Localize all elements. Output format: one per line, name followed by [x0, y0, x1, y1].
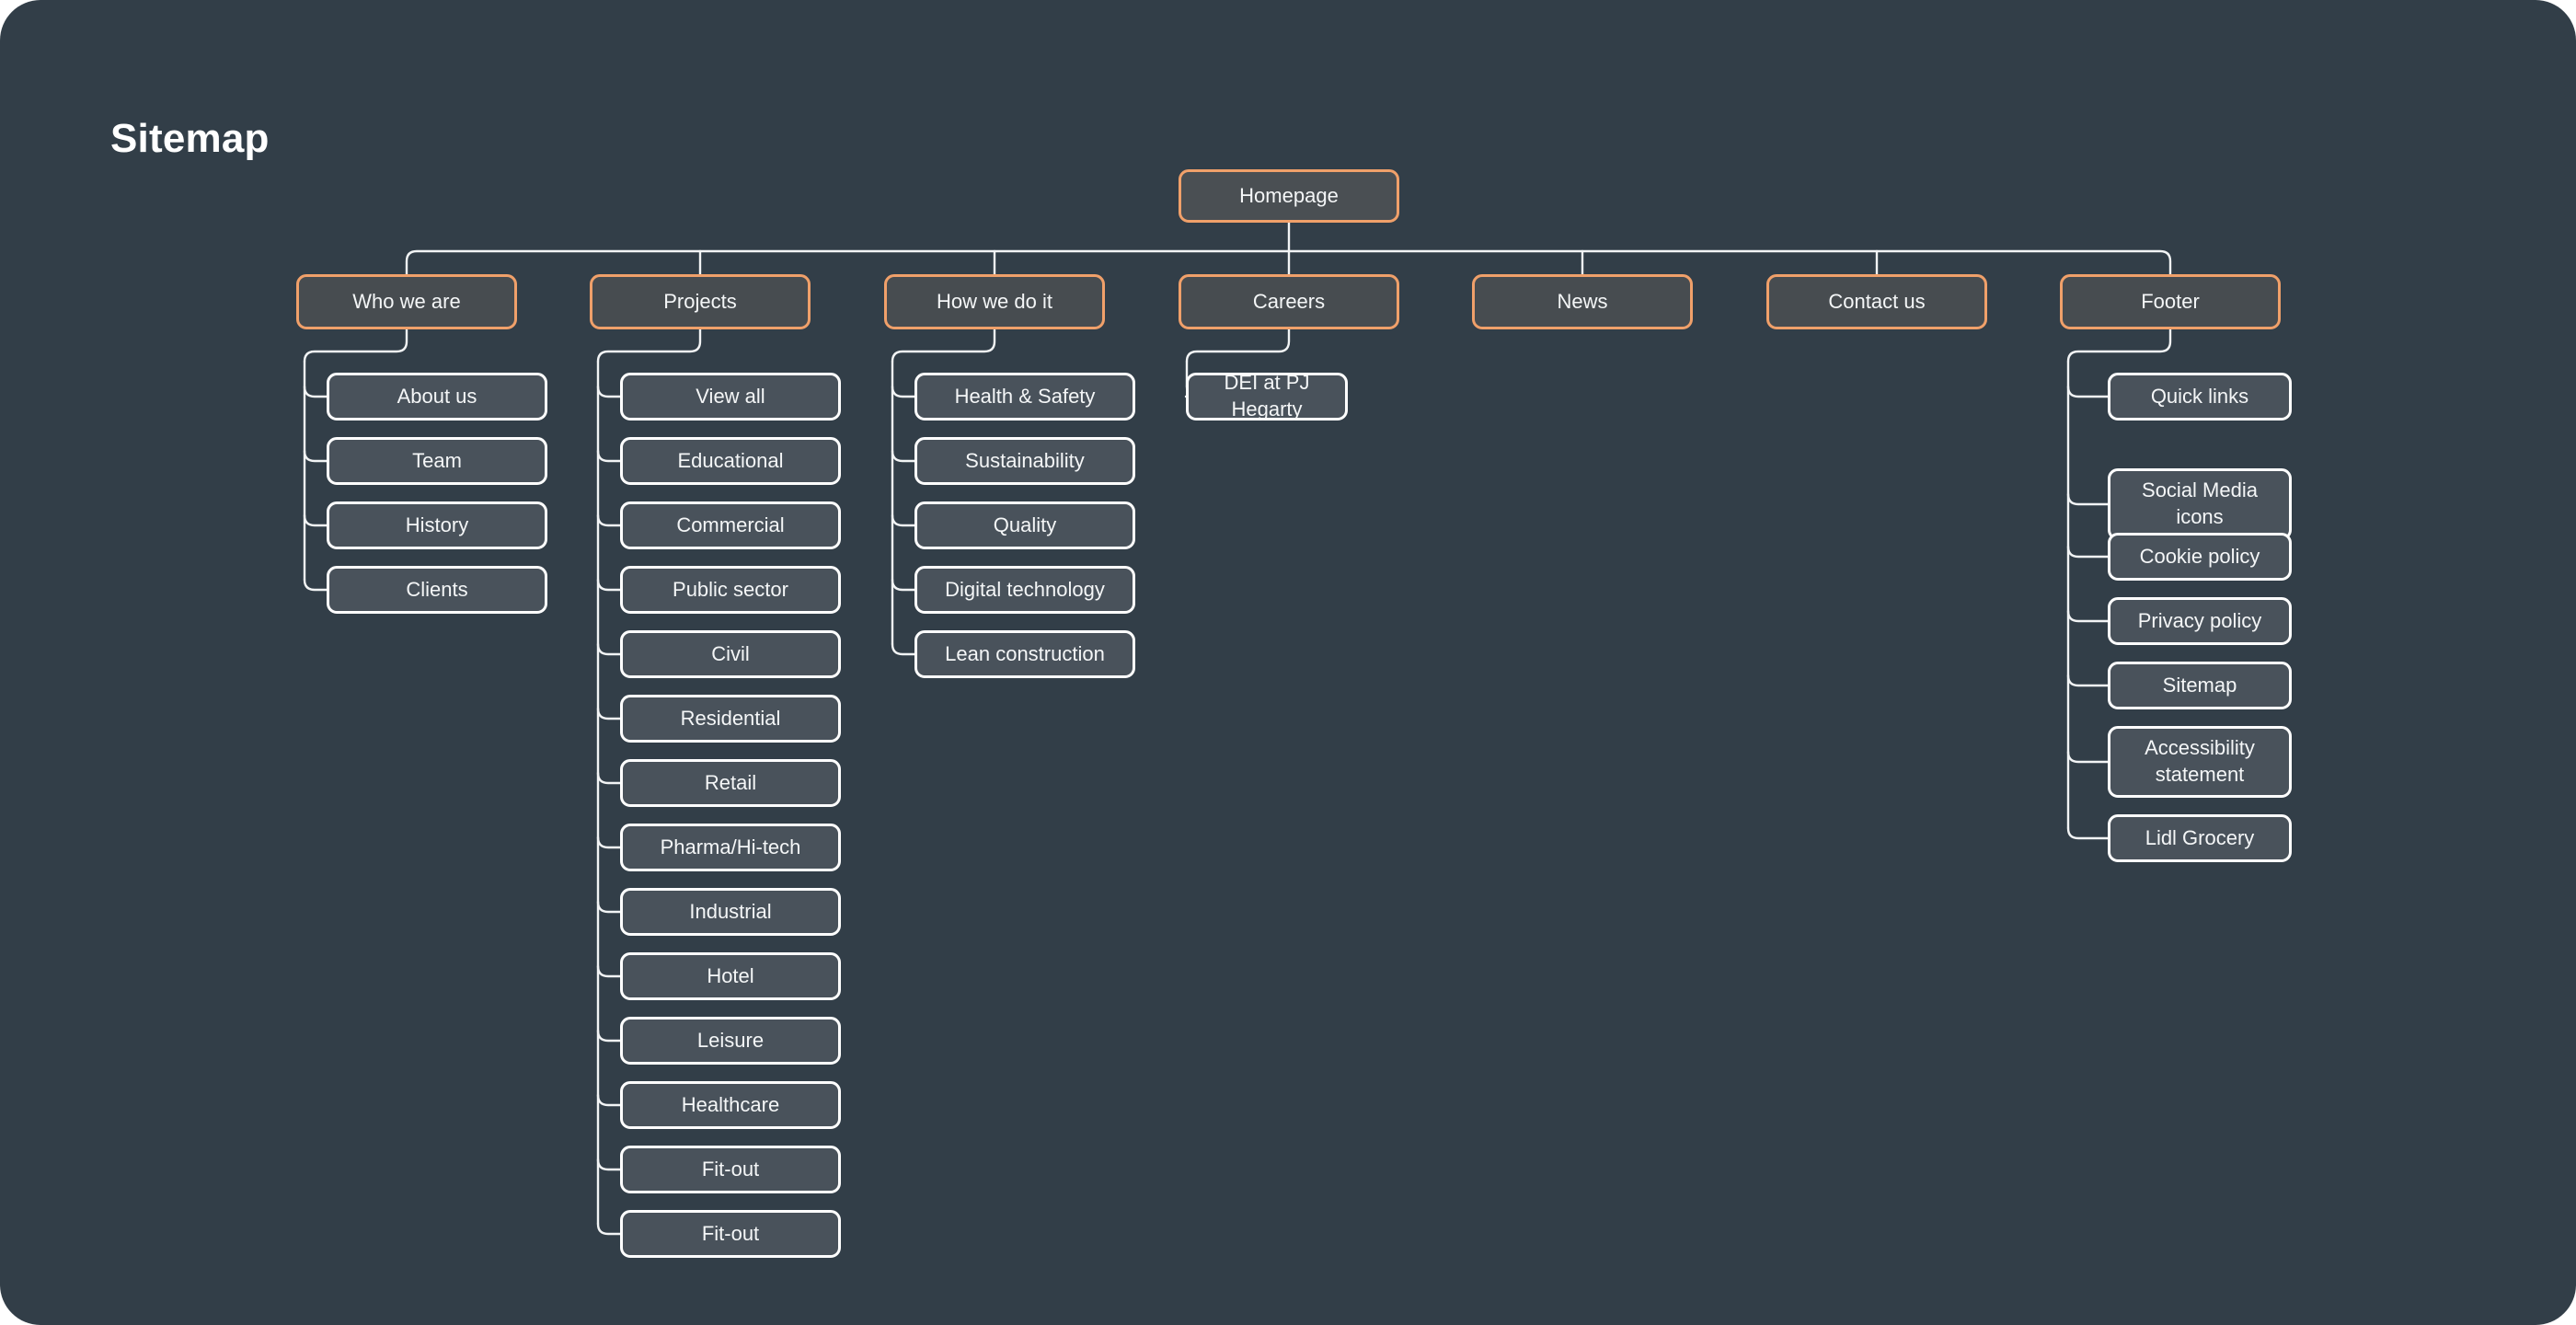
node-leaf-leisure[interactable]: Leisure — [620, 1017, 841, 1065]
node-leaf-privacy-policy[interactable]: Privacy policy — [2108, 597, 2292, 645]
node-leaf-lidl-grocery[interactable]: Lidl Grocery — [2108, 814, 2292, 862]
node-leaf-history[interactable]: History — [327, 501, 547, 549]
node-leaf-healthcare[interactable]: Healthcare — [620, 1081, 841, 1129]
node-leaf-pharma-hi-tech[interactable]: Pharma/Hi-tech — [620, 824, 841, 871]
node-section-footer[interactable]: Footer — [2060, 274, 2281, 329]
page-title: Sitemap — [110, 116, 270, 161]
node-leaf-dei-at-pj-hegarty[interactable]: DEI at PJ Hegarty — [1186, 371, 1348, 421]
node-leaf-accessibility-statement[interactable]: Accessibility statement — [2108, 726, 2292, 798]
node-leaf-social-media-icons[interactable]: Social Media icons — [2108, 468, 2292, 540]
node-leaf-fit-out[interactable]: Fit-out — [620, 1210, 841, 1258]
node-leaf-about-us[interactable]: About us — [327, 373, 547, 421]
node-section-projects[interactable]: Projects — [590, 274, 811, 329]
node-leaf-clients[interactable]: Clients — [327, 566, 547, 614]
node-leaf-retail[interactable]: Retail — [620, 759, 841, 807]
node-leaf-team[interactable]: Team — [327, 437, 547, 485]
node-section-who-we-are[interactable]: Who we are — [296, 274, 517, 329]
node-leaf-industrial[interactable]: Industrial — [620, 888, 841, 936]
node-leaf-digital-technology[interactable]: Digital technology — [914, 566, 1135, 614]
node-leaf-public-sector[interactable]: Public sector — [620, 566, 841, 614]
node-leaf-lean-construction[interactable]: Lean construction — [914, 630, 1135, 678]
node-leaf-fit-out[interactable]: Fit-out — [620, 1146, 841, 1193]
node-leaf-commercial[interactable]: Commercial — [620, 501, 841, 549]
node-leaf-educational[interactable]: Educational — [620, 437, 841, 485]
node-leaf-hotel[interactable]: Hotel — [620, 952, 841, 1000]
node-section-news[interactable]: News — [1472, 274, 1693, 329]
node-homepage[interactable]: Homepage — [1179, 169, 1399, 223]
node-leaf-view-all[interactable]: View all — [620, 373, 841, 421]
node-leaf-quick-links[interactable]: Quick links — [2108, 373, 2292, 421]
node-leaf-quality[interactable]: Quality — [914, 501, 1135, 549]
node-section-contact-us[interactable]: Contact us — [1766, 274, 1987, 329]
node-leaf-health-safety[interactable]: Health & Safety — [914, 373, 1135, 421]
node-leaf-sitemap[interactable]: Sitemap — [2108, 662, 2292, 709]
node-leaf-residential[interactable]: Residential — [620, 695, 841, 743]
node-leaf-sustainability[interactable]: Sustainability — [914, 437, 1135, 485]
node-section-how-we-do-it[interactable]: How we do it — [884, 274, 1105, 329]
node-leaf-civil[interactable]: Civil — [620, 630, 841, 678]
node-leaf-cookie-policy[interactable]: Cookie policy — [2108, 533, 2292, 581]
node-section-careers[interactable]: Careers — [1179, 274, 1399, 329]
